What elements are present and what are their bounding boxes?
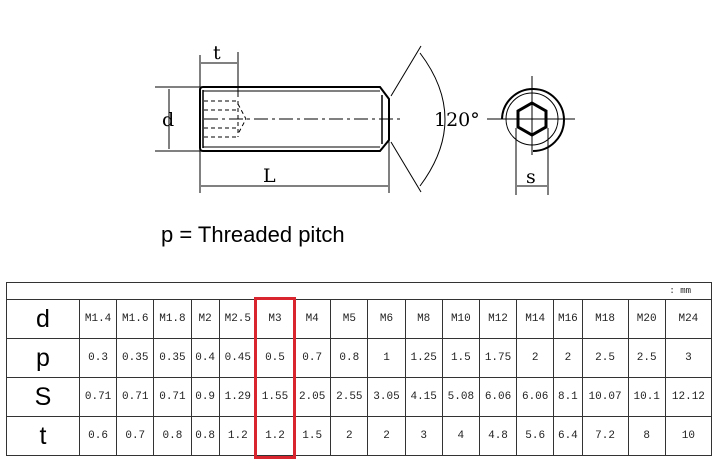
row-label: t — [6, 416, 80, 456]
table-cell: 4.15 — [404, 377, 443, 417]
L-label: L — [263, 165, 276, 187]
row-label: d — [6, 299, 80, 339]
table-cell: M20 — [627, 299, 666, 339]
table-cell: 0.8 — [330, 338, 369, 378]
table-cell: 0.71 — [153, 377, 192, 417]
table-cell: 1.25 — [404, 338, 443, 378]
table-cell: 0.35 — [153, 338, 192, 378]
angle-label: 120° — [434, 109, 480, 131]
table-cell: 0.8 — [190, 416, 220, 456]
table-cell: M2.5 — [218, 299, 257, 339]
table-cell: M18 — [581, 299, 629, 339]
table-cell: 1.2 — [218, 416, 257, 456]
table-cell: 1 — [367, 338, 406, 378]
table-cell: M4 — [293, 299, 332, 339]
table-cell: 0.4 — [190, 338, 220, 378]
table-cell: M2 — [190, 299, 220, 339]
table-cell: 0.3 — [78, 338, 118, 378]
table-cell: M1.4 — [78, 299, 118, 339]
d-label: d — [162, 109, 174, 131]
table-cell: 6.06 — [516, 377, 555, 417]
row-label: p — [6, 338, 80, 378]
table-cell: 2 — [367, 416, 406, 456]
table-cell: 2.5 — [581, 338, 629, 378]
table-cell: 1.75 — [478, 338, 518, 378]
table-cell: 6.4 — [553, 416, 583, 456]
unit-label: : mm — [6, 282, 712, 300]
table-cell: 0.7 — [116, 416, 155, 456]
table-cell: 0.9 — [190, 377, 220, 417]
m3-highlight-box — [254, 296, 296, 459]
t-label: t — [213, 42, 221, 64]
table-cell: M1.6 — [116, 299, 155, 339]
table-cell: M12 — [478, 299, 518, 339]
table-cell: 10.07 — [581, 377, 629, 417]
table-cell: M8 — [404, 299, 443, 339]
table-cell: 6.06 — [478, 377, 518, 417]
table-cell: 0.71 — [116, 377, 155, 417]
table-cell: 4 — [441, 416, 480, 456]
table-cell: M24 — [664, 299, 713, 339]
s-label: s — [526, 166, 536, 188]
pitch-note: p = Threaded pitch — [161, 222, 345, 247]
table-cell: 10 — [664, 416, 713, 456]
table-cell: 3.05 — [367, 377, 406, 417]
table-cell: 8 — [627, 416, 666, 456]
table-cell: 7.2 — [581, 416, 629, 456]
table-cell: 2.5 — [627, 338, 666, 378]
end-view: s — [487, 76, 575, 195]
table-cell: 0.71 — [78, 377, 118, 417]
table-cell: 1.5 — [293, 416, 332, 456]
table-cell: 0.45 — [218, 338, 257, 378]
table-cell: M6 — [367, 299, 406, 339]
table-cell: 5.08 — [441, 377, 480, 417]
table-cell: 1.2 — [255, 416, 295, 456]
table-cell: 1.5 — [441, 338, 480, 378]
table-cell: 2 — [516, 338, 555, 378]
table-cell: 0.6 — [78, 416, 118, 456]
hex-socket-hidden-lines — [204, 100, 247, 138]
row-label: S — [6, 377, 80, 417]
table-cell: M5 — [330, 299, 369, 339]
side-view: d t L 120° — [155, 42, 480, 193]
table-cell: 3 — [664, 338, 713, 378]
table-cell: 4.8 — [478, 416, 518, 456]
table-cell: 2.55 — [330, 377, 369, 417]
table-cell: 2.05 — [293, 377, 332, 417]
table-cell: M1.8 — [153, 299, 192, 339]
unit-row: : mm — [6, 282, 712, 300]
table-cell: M14 — [516, 299, 555, 339]
table-cell: 10.1 — [627, 377, 666, 417]
table-cell: 3 — [404, 416, 443, 456]
table-cell: M10 — [441, 299, 480, 339]
table-cell: 0.8 — [153, 416, 192, 456]
table-cell: 8.1 — [553, 377, 583, 417]
table-cell: 1.29 — [218, 377, 257, 417]
table-cell: M16 — [553, 299, 583, 339]
set-screw-drawing: d t L 120° s — [155, 42, 575, 195]
table-cell: 5.6 — [516, 416, 555, 456]
table-cell: 12.12 — [664, 377, 713, 417]
table-cell: 0.7 — [293, 338, 332, 378]
table-cell: 2 — [330, 416, 369, 456]
table-cell: 2 — [553, 338, 583, 378]
table-cell: 0.35 — [116, 338, 155, 378]
